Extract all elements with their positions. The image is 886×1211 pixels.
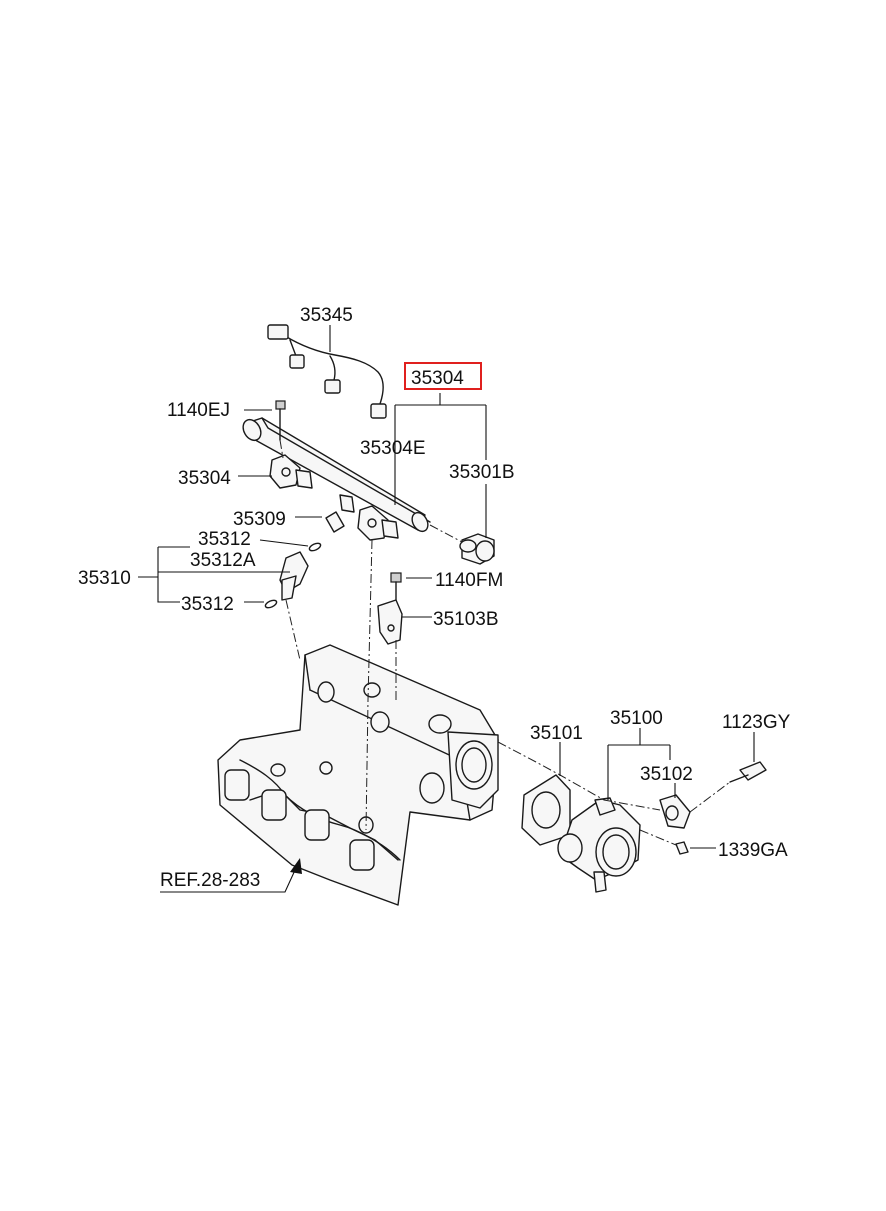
- fuel-rail-drawing: [242, 417, 431, 541]
- pressure-regulator-drawing: [429, 524, 495, 565]
- label-1339ga[interactable]: 1339GA: [718, 840, 788, 861]
- label-35102[interactable]: 35102: [640, 764, 693, 785]
- label-35309[interactable]: 35309: [233, 509, 286, 530]
- label-reference[interactable]: REF.28-283: [160, 870, 260, 891]
- label-35304[interactable]: 35304: [178, 468, 231, 489]
- wiring-harness-drawing: [267, 324, 387, 419]
- label-35312-bottom[interactable]: 35312: [181, 594, 234, 615]
- selected-part-highlight: [404, 362, 482, 390]
- label-1123gy[interactable]: 1123GY: [722, 712, 791, 733]
- label-35101[interactable]: 35101: [530, 723, 583, 744]
- label-1140ej[interactable]: 1140EJ: [167, 400, 230, 421]
- label-1140fm[interactable]: 1140FM: [435, 570, 503, 591]
- label-35345[interactable]: 35345: [300, 305, 353, 326]
- throttle-body-drawing: [521, 761, 767, 893]
- label-35304-assembly[interactable]: 35304: [411, 368, 464, 389]
- label-35301b[interactable]: 35301B: [449, 462, 515, 483]
- label-35312a[interactable]: 35312A: [190, 550, 256, 571]
- injector-drawing: [264, 511, 345, 609]
- label-35100[interactable]: 35100: [610, 708, 663, 729]
- label-35312-top[interactable]: 35312: [198, 529, 251, 550]
- label-35310[interactable]: 35310: [78, 568, 131, 589]
- bracket-drawing: [377, 572, 403, 645]
- leader-lines: [138, 325, 755, 893]
- intake-manifold-drawing: [217, 644, 499, 906]
- label-35103b[interactable]: 35103B: [433, 609, 499, 630]
- bolt-1140ej-drawing: [275, 400, 286, 459]
- label-35304e[interactable]: 35304E: [360, 438, 426, 459]
